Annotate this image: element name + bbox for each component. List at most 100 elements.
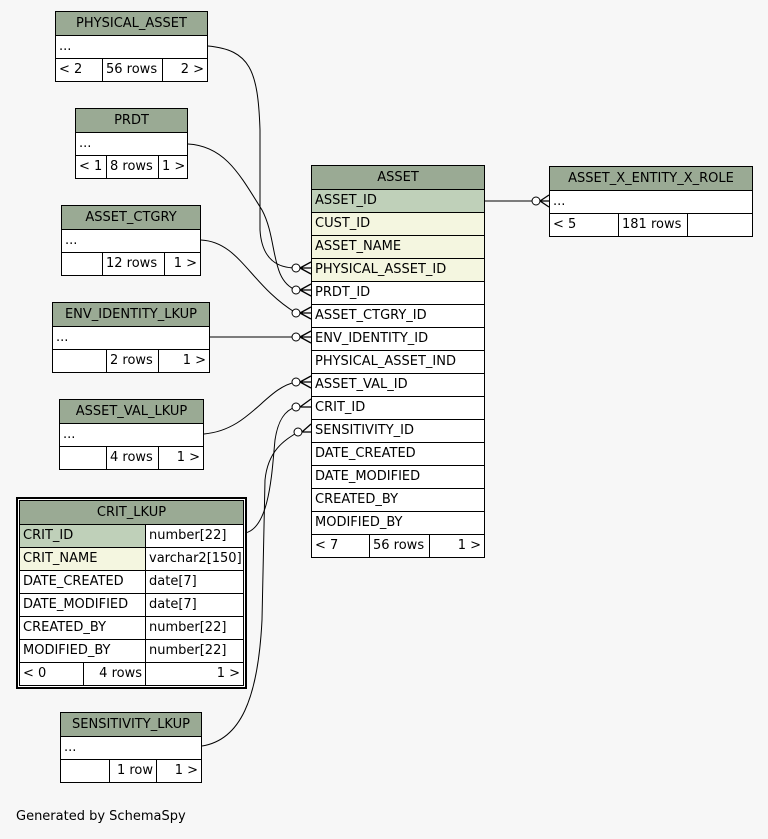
parents-count[interactable] bbox=[53, 350, 106, 372]
link-asset-ctgry bbox=[200, 239, 297, 314]
table-row-ellipsis: ... bbox=[53, 327, 209, 350]
table-env-identity-lkup[interactable]: ENV_IDENTITY_LKUP ... 2 rows 1 > bbox=[52, 302, 210, 373]
children-count[interactable]: 1 > bbox=[145, 663, 243, 685]
column-row[interactable]: SENSITIVITY_ID bbox=[312, 420, 484, 443]
generated-by-note: Generated by SchemaSpy bbox=[16, 809, 186, 824]
row-count: 56 rows bbox=[102, 59, 162, 81]
table-asset-x-entity-x-role[interactable]: ASSET_X_ENTITY_X_ROLE ... < 5 181 rows bbox=[549, 166, 753, 237]
crowfoot-icon bbox=[299, 330, 312, 344]
table-row-ellipsis: ... bbox=[550, 191, 752, 214]
column-row[interactable]: PRDT_ID bbox=[312, 282, 484, 305]
table-title[interactable]: ENV_IDENTITY_LKUP bbox=[53, 303, 209, 327]
table-row-ellipsis: ... bbox=[62, 230, 200, 253]
optional-circle-icon bbox=[291, 332, 301, 342]
parents-count[interactable]: < 1 bbox=[79, 159, 103, 174]
row-count: 1 row bbox=[109, 760, 156, 782]
parents-count[interactable] bbox=[60, 447, 106, 469]
crowfoot-icon bbox=[301, 423, 312, 433]
children-count[interactable]: 1 > bbox=[158, 350, 209, 372]
table-sensitivity-lkup[interactable]: SENSITIVITY_LKUP ... 1 row 1 > bbox=[60, 712, 202, 783]
table-physical-asset[interactable]: PHYSICAL_ASSET ... < 2 56 rows 2 > bbox=[55, 11, 208, 82]
optional-circle-icon bbox=[531, 196, 541, 206]
column-type: number[22] bbox=[145, 640, 243, 662]
column-name: CREATED_BY bbox=[23, 620, 107, 635]
column-row[interactable]: ASSET_ID bbox=[312, 190, 484, 213]
parents-count[interactable]: < 2 bbox=[59, 62, 83, 77]
parents-count[interactable] bbox=[61, 760, 109, 782]
table-title[interactable]: CRIT_LKUP bbox=[20, 501, 243, 525]
table-asset-val-lkup[interactable]: ASSET_VAL_LKUP ... 4 rows 1 > bbox=[59, 399, 204, 470]
table-footer: 2 rows 1 > bbox=[53, 350, 209, 372]
column-row[interactable]: ASSET_NAME bbox=[312, 236, 484, 259]
column-row[interactable]: DATE_CREATED bbox=[312, 443, 484, 466]
column-row[interactable]: CREATED_BY bbox=[312, 489, 484, 512]
children-count[interactable] bbox=[687, 214, 752, 236]
parents-count[interactable]: < 5 bbox=[553, 217, 577, 232]
row-count: 181 rows bbox=[618, 214, 687, 236]
link-crit bbox=[244, 406, 297, 534]
table-footer: < 1 8 rows 1 > bbox=[76, 156, 187, 178]
optional-circle-icon bbox=[291, 263, 301, 273]
column-row[interactable]: MODIFIED_BY number[22] bbox=[20, 640, 243, 663]
table-title[interactable]: SENSITIVITY_LKUP bbox=[61, 713, 201, 737]
children-count[interactable]: 2 > bbox=[162, 59, 207, 81]
crowfoot-icon bbox=[539, 194, 550, 208]
optional-circle-icon bbox=[291, 285, 301, 295]
link-physical-asset bbox=[207, 45, 297, 269]
link-sensitivity bbox=[201, 431, 299, 747]
parents-count[interactable]: < 7 bbox=[315, 538, 339, 553]
column-row[interactable]: MODIFIED_BY bbox=[312, 512, 484, 535]
column-name: PHYSICAL_ASSET_IND bbox=[315, 354, 456, 369]
table-title[interactable]: PRDT bbox=[76, 109, 187, 133]
table-footer: 4 rows 1 > bbox=[60, 447, 203, 469]
row-count: 4 rows bbox=[83, 663, 145, 685]
column-row[interactable]: DATE_MODIFIED bbox=[312, 466, 484, 489]
row-count: 12 rows bbox=[102, 253, 164, 275]
table-asset-ctgry[interactable]: ASSET_CTGRY ... 12 rows 1 > bbox=[61, 205, 201, 276]
table-prdt[interactable]: PRDT ... < 1 8 rows 1 > bbox=[75, 108, 188, 179]
parents-count[interactable] bbox=[62, 253, 102, 275]
column-row[interactable]: ASSET_CTGRY_ID bbox=[312, 305, 484, 328]
table-title[interactable]: ASSET_VAL_LKUP bbox=[60, 400, 203, 424]
table-title[interactable]: ASSET_CTGRY bbox=[62, 206, 200, 230]
column-type: varchar2[150] bbox=[145, 548, 243, 570]
table-title[interactable]: ASSET bbox=[312, 166, 484, 190]
crowfoot-icon bbox=[299, 283, 312, 297]
children-count[interactable]: 1 > bbox=[158, 156, 187, 178]
column-row[interactable]: ENV_IDENTITY_ID bbox=[312, 328, 484, 351]
table-footer: < 2 56 rows 2 > bbox=[56, 59, 207, 81]
column-name: MODIFIED_BY bbox=[23, 643, 111, 658]
column-name: ASSET_VAL_ID bbox=[315, 377, 408, 392]
children-count[interactable]: 1 > bbox=[164, 253, 200, 275]
optional-circle-icon bbox=[291, 377, 301, 387]
optional-circle-icon bbox=[293, 427, 303, 437]
table-asset[interactable]: ASSET ASSET_ID CUST_ID ASSET_NAME PHYSIC… bbox=[311, 165, 485, 558]
column-name: CRIT_ID bbox=[23, 528, 74, 543]
children-count[interactable]: 1 > bbox=[156, 760, 201, 782]
column-name: CREATED_BY bbox=[315, 492, 399, 507]
column-row[interactable]: PHYSICAL_ASSET_ID bbox=[312, 259, 484, 282]
children-count[interactable]: 1 > bbox=[429, 535, 484, 557]
table-title[interactable]: ASSET_X_ENTITY_X_ROLE bbox=[550, 167, 752, 191]
row-count: 8 rows bbox=[106, 156, 158, 178]
table-footer: 12 rows 1 > bbox=[62, 253, 200, 275]
column-row[interactable]: CUST_ID bbox=[312, 213, 484, 236]
optional-circle-icon bbox=[291, 402, 301, 412]
column-row[interactable]: CRIT_ID bbox=[312, 397, 484, 420]
table-footer: < 5 181 rows bbox=[550, 214, 752, 236]
parents-count[interactable]: < 0 bbox=[23, 666, 47, 681]
column-name: DATE_CREATED bbox=[23, 574, 124, 589]
children-count[interactable]: 1 > bbox=[158, 447, 203, 469]
row-count: 2 rows bbox=[106, 350, 158, 372]
link-asset-val bbox=[203, 381, 297, 435]
table-title[interactable]: PHYSICAL_ASSET bbox=[56, 12, 207, 36]
column-row[interactable]: ASSET_VAL_ID bbox=[312, 374, 484, 397]
column-row[interactable]: PHYSICAL_ASSET_IND bbox=[312, 351, 484, 374]
